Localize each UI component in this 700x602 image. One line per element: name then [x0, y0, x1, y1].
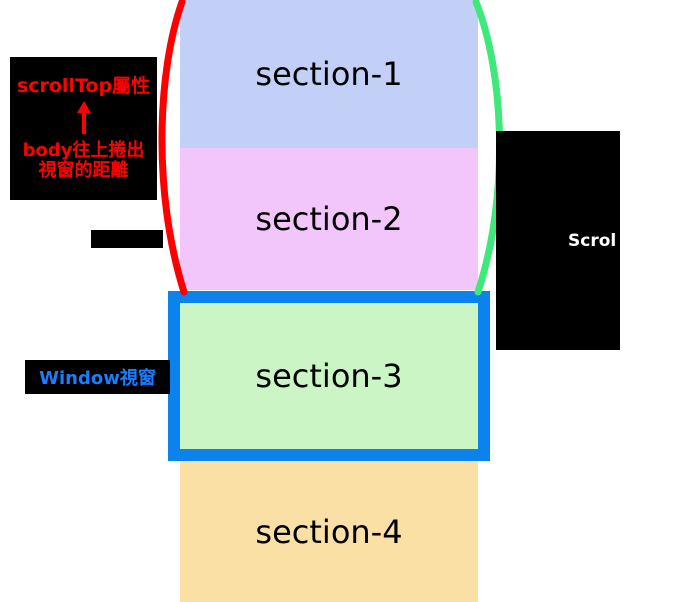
- window-viewport-frame: section-3: [168, 291, 490, 461]
- scrollheight-annotation-plate: Scrol: [496, 131, 620, 350]
- section-4-label: section-4: [255, 512, 403, 551]
- scrolltop-annotation-plate: scrollTop屬性 body往上捲出 視窗的距離: [10, 57, 157, 200]
- window-label: Window視窗: [39, 368, 156, 389]
- section-block-4: section-4: [180, 461, 478, 602]
- section-3-label: section-3: [255, 357, 403, 395]
- scrolltop-body-line-2: 視窗的距離: [38, 160, 129, 182]
- scrollheight-label: Scrol: [568, 231, 617, 251]
- section-block-2: section-2: [180, 148, 478, 290]
- scrolltop-heading-label: scrollTop屬性: [16, 74, 151, 97]
- section-2-label: section-2: [255, 200, 403, 238]
- scrolltop-body-line-1: body往上捲出: [22, 139, 145, 161]
- scrollheight-caption: Scrol: [568, 228, 616, 254]
- section-block-3: section-3: [180, 303, 478, 449]
- up-arrow-icon: [76, 100, 91, 134]
- section-1-label: section-1: [255, 55, 403, 93]
- scrollheight-redaction-bar: [91, 230, 163, 248]
- section-block-1: section-1: [180, 0, 478, 148]
- window-annotation-plate: Window視窗: [25, 360, 170, 394]
